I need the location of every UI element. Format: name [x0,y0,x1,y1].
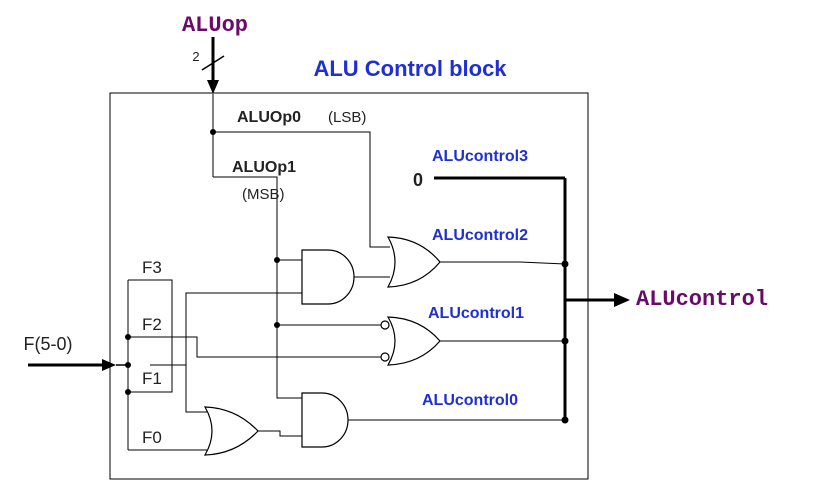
control3-constant: 0 [413,170,423,190]
or-lower-output [258,430,302,437]
junction-dot [561,260,569,268]
aluop-bus-arrowhead [207,80,219,94]
junction-dot [274,322,280,328]
control2-label: ALUcontrol2 [432,227,528,244]
aluop1-note: (MSB) [242,186,285,203]
alucontrol-output-label: ALUcontrol [636,287,768,312]
aluop-input-label: ALUop [182,13,248,38]
aluop0-note: (LSB) [328,109,366,126]
inverter-bubble [380,320,390,330]
bus-width-label: 2 [192,49,199,64]
or-gate-control2 [386,236,441,288]
junction-dot [125,334,131,340]
junction-dot [125,389,131,395]
aluop-wires [212,94,390,399]
or-gate-lower [203,406,259,456]
funct-bit-wires [127,279,382,451]
inverter-bubble [380,352,390,362]
and-gate-lower [301,392,349,448]
junction-dot [125,362,131,368]
f0-label: F0 [142,428,162,447]
junction-dot [274,257,280,263]
block-title: ALU Control block [313,56,507,81]
bus-slash [201,55,225,71]
control0-label: ALUcontrol0 [422,392,518,409]
aluop0-label: ALUOp0 [237,109,301,126]
output-arrowhead [614,293,630,307]
block-border [109,92,589,480]
junction-dot [561,416,569,424]
junction-dot [210,129,216,135]
control3-label: ALUcontrol3 [432,148,528,165]
funct-bus-arrowhead [102,359,116,371]
control2-wire [440,261,566,265]
or-gate-control1 [386,316,441,366]
f2-label: F2 [142,315,162,334]
aluop1-label: ALUOp1 [232,159,296,176]
f1-label: F1 [142,369,162,388]
f3-label: F3 [142,258,162,277]
junction-dot [561,337,569,345]
funct-input-label: F(5-0) [24,334,73,354]
control1-label: ALUcontrol1 [428,305,524,322]
and-gate-upper [301,249,355,305]
